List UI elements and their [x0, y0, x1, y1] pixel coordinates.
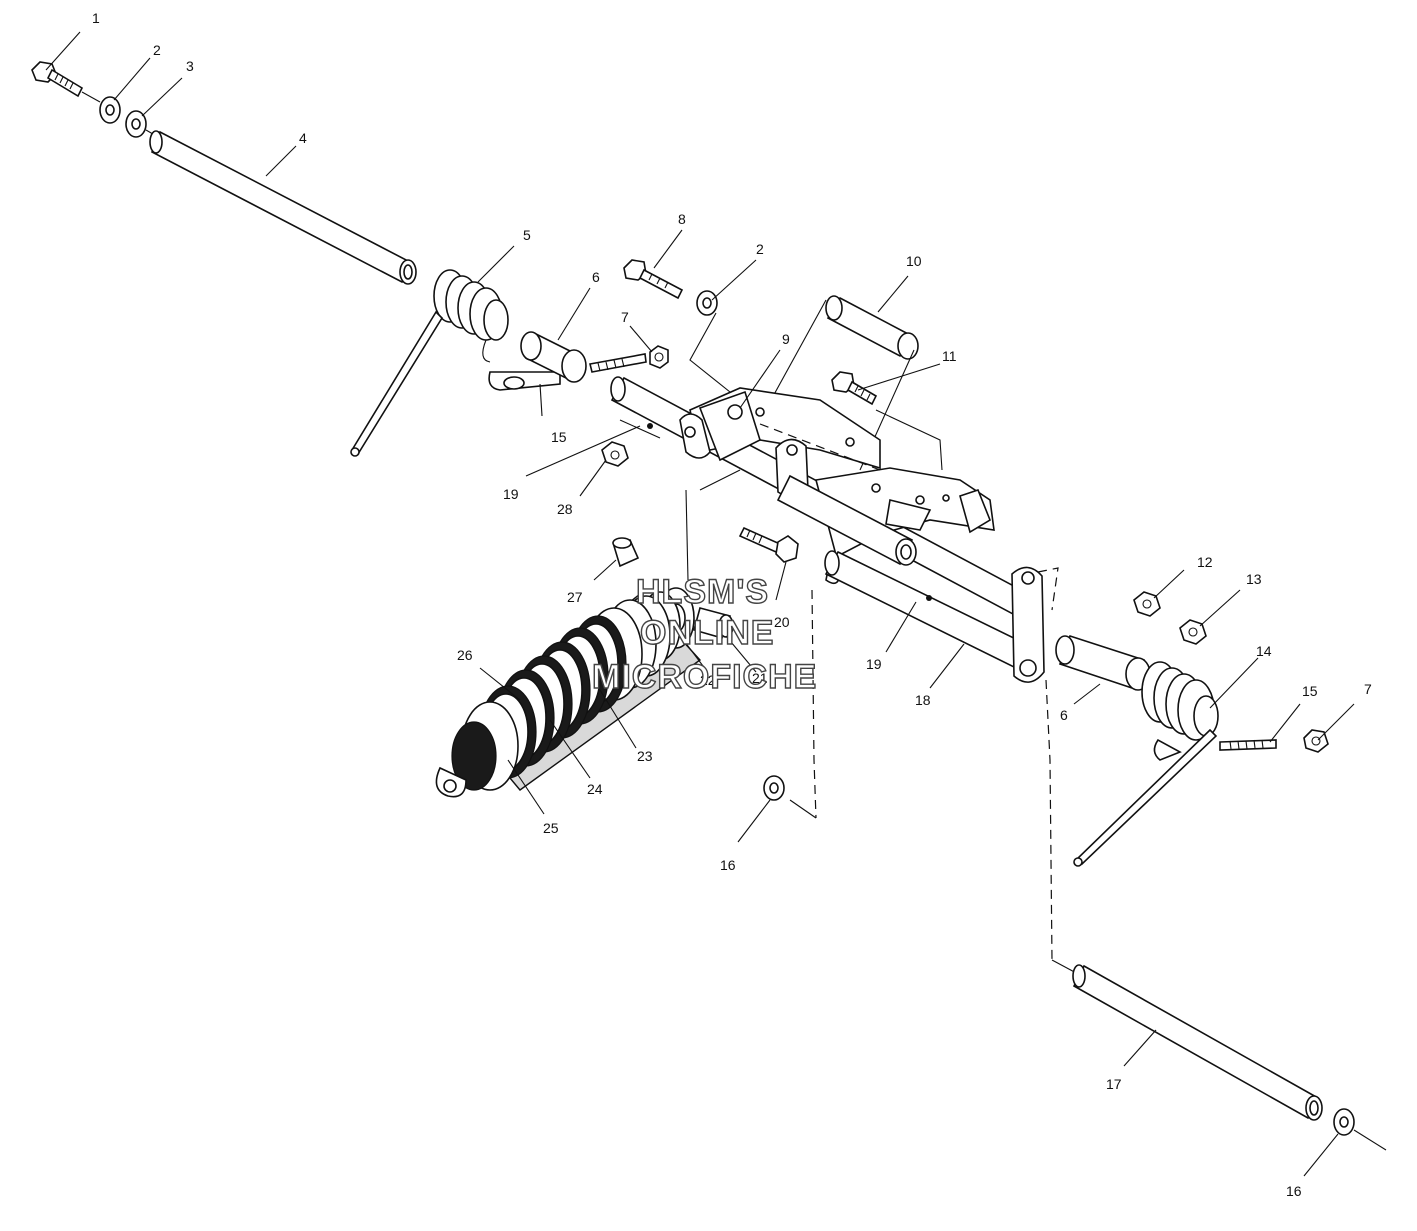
callout-labels: 1 2 3 4 5 6 7 15 19 28 8 2 9 10 11 20 27… [92, 10, 1372, 1199]
callout-21: 21 [752, 670, 768, 686]
shaft-4 [149, 130, 417, 285]
callout-27: 27 [567, 589, 583, 605]
callout-14: 14 [1256, 643, 1272, 659]
bushing-6-left [520, 331, 587, 383]
watermark-line-2: ONLINE [640, 614, 774, 652]
callout-8: 8 [678, 211, 686, 227]
watermark-line-3: MICROFICHE [592, 658, 817, 696]
callout-17: 17 [1106, 1076, 1122, 1092]
bushing-27 [612, 537, 640, 568]
callout-7b: 7 [1364, 681, 1372, 697]
callout-24: 24 [587, 781, 603, 797]
callout-2: 2 [153, 42, 161, 58]
front-arm-assembly [610, 376, 1045, 683]
callout-20: 20 [774, 614, 790, 630]
callout-13: 13 [1246, 571, 1262, 587]
leader-lines [45, 31, 1355, 1177]
callout-10: 10 [906, 253, 922, 269]
torsion-spring-5 [350, 269, 509, 457]
torsion-spring-14 [1073, 661, 1219, 867]
bushing-6-right [1055, 634, 1151, 691]
callout-6: 6 [592, 269, 600, 285]
callout-16b: 16 [1286, 1183, 1302, 1199]
watermark: HLSM'S ONLINE MICROFICHE [591, 572, 817, 696]
callout-18: 18 [915, 692, 931, 708]
callout-3: 3 [186, 58, 194, 74]
callout-25: 25 [543, 820, 559, 836]
watermark-line-1: HLSM'S [636, 573, 769, 611]
bolt-1 [31, 61, 84, 98]
callout-6b: 6 [1060, 707, 1068, 723]
callout-5: 5 [523, 227, 531, 243]
callout-12: 12 [1197, 554, 1213, 570]
bushing-10 [825, 295, 919, 360]
callout-1: 1 [92, 10, 100, 26]
shock-absorber [435, 587, 702, 798]
callout-11: 11 [942, 348, 957, 364]
bolt-15 [1219, 739, 1277, 751]
callout-15b: 15 [1302, 683, 1318, 699]
callout-9: 9 [782, 331, 790, 347]
nut-13 [1179, 619, 1207, 645]
callout-4: 4 [299, 130, 307, 146]
callout-7: 7 [621, 309, 629, 325]
callout-19: 19 [503, 486, 519, 502]
callout-16: 16 [720, 857, 736, 873]
shaft-17 [1072, 964, 1323, 1121]
callout-15: 15 [551, 429, 567, 445]
callout-28: 28 [557, 501, 573, 517]
nut-12 [1133, 591, 1161, 617]
callout-23: 23 [637, 748, 653, 764]
callout-22: 22 [700, 672, 716, 688]
callout-2b: 2 [756, 241, 764, 257]
callout-19b: 19 [866, 656, 882, 672]
callout-26: 26 [457, 647, 473, 663]
